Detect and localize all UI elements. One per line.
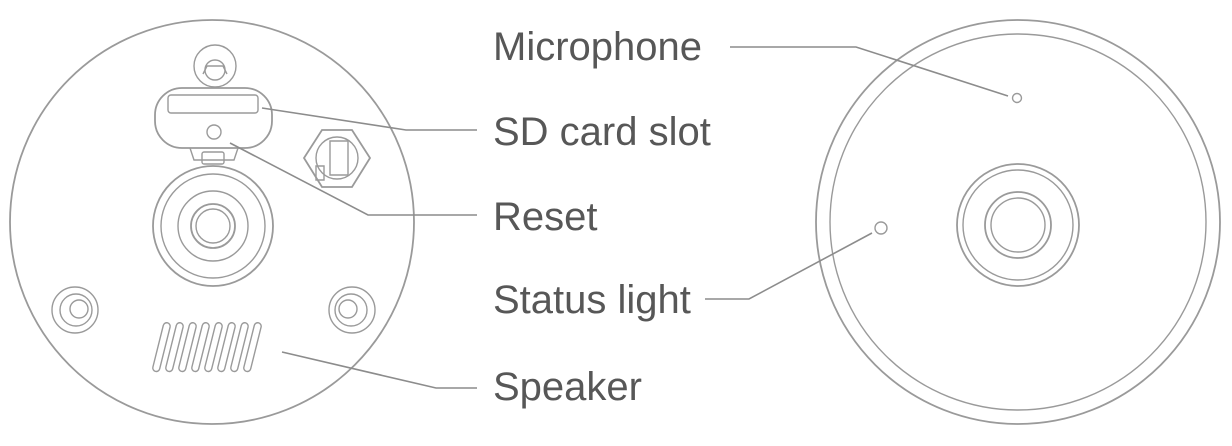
front-outer-ring [815, 19, 1221, 425]
right-screw [328, 286, 376, 334]
leader-lines [229, 46, 1009, 389]
hex-connector [302, 129, 372, 188]
leader-line-status-light [705, 232, 873, 300]
microphone-hole [1011, 92, 1023, 104]
label-microphone: Microphone [493, 25, 703, 69]
back-lens-mount [152, 165, 274, 287]
label-speaker: Speaker [493, 365, 642, 409]
status-light-hole [874, 221, 888, 235]
front-inner-ring [829, 33, 1207, 411]
back-body-outline [9, 19, 415, 425]
front-lens [956, 163, 1080, 287]
speaker-grille [152, 322, 262, 373]
label-sd-card-slot: SD card slot [493, 110, 711, 154]
leader-line-speaker [281, 351, 477, 389]
leader-line-sd-card-slot [261, 107, 477, 131]
reset-hole [206, 124, 222, 140]
camera-front-view [815, 19, 1221, 425]
sd-card-slot-shape [154, 87, 273, 165]
label-reset: Reset [493, 195, 598, 239]
top-screw [193, 44, 237, 88]
label-status-light: Status light [493, 278, 691, 322]
leader-line-microphone [730, 46, 1009, 97]
leader-line-reset [229, 142, 477, 216]
camera-back-view [9, 19, 415, 425]
left-screw [51, 286, 99, 334]
